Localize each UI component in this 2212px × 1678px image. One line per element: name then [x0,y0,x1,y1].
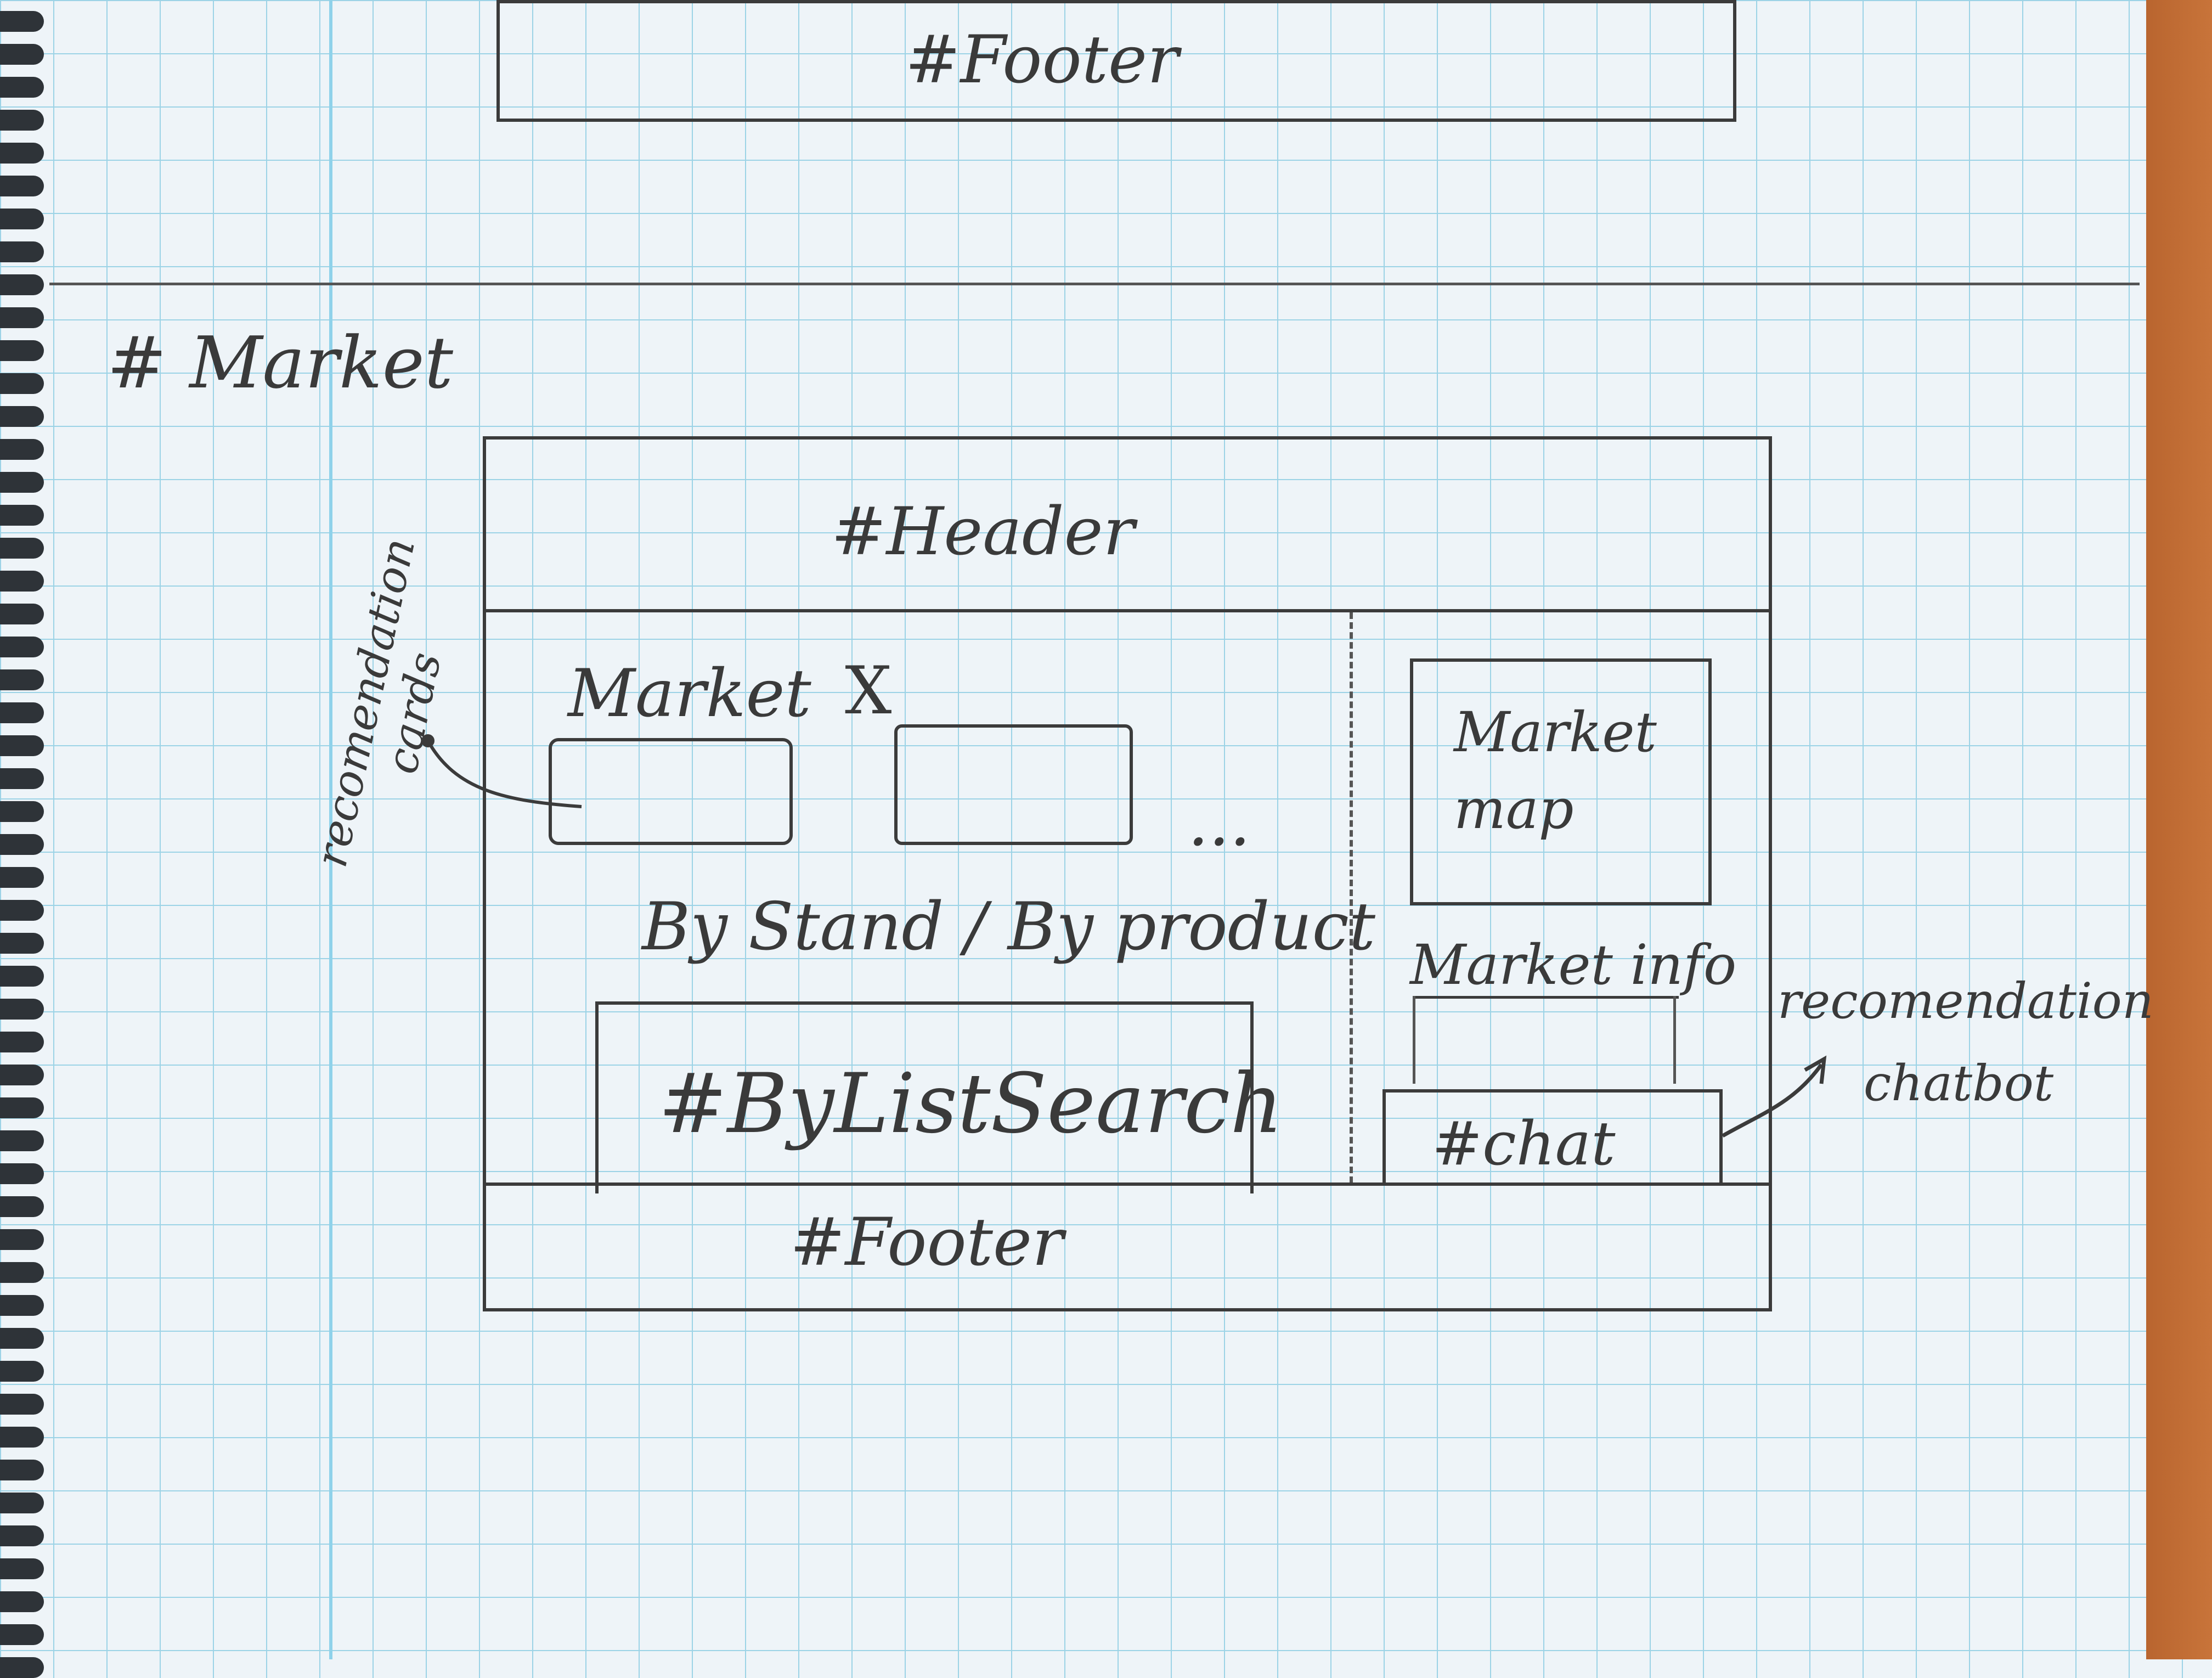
spiral-ring [0,77,44,98]
spiral-ring [0,867,44,888]
spiral-ring [0,274,44,295]
spiral-ring [0,637,44,657]
spiral-ring [0,209,44,229]
recommendation-card[interactable] [549,738,793,845]
recommendation-cards-note: recomendation cards [305,533,452,872]
close-icon[interactable]: X [845,653,892,729]
column-divider [1350,612,1353,1183]
spiral-ring [0,1163,44,1184]
spiral-ring [0,241,44,262]
more-cards-indicator: ... [1188,785,1251,861]
header-divider [483,609,1772,612]
spiral-ring [0,1229,44,1250]
spiral-ring [0,1032,44,1052]
spiral-ring [0,406,44,427]
market-heading: # Market [107,321,453,404]
spiral-ring [0,900,44,921]
spiral-ring [0,702,44,723]
chat-label: #chat [1432,1108,1616,1179]
market-title: Market [568,656,811,732]
spiral-ring [0,1196,44,1217]
footer-divider [483,1183,1772,1186]
spiral-ring [0,472,44,493]
recommendation-card[interactable] [894,724,1133,845]
chatbot-note: recomendation chatbot [1778,972,2154,1112]
recommendation-arrow [421,734,582,808]
section-divider [49,283,2140,285]
chat-widget[interactable] [1383,1089,1723,1185]
top-footer-box [496,0,1736,122]
view-toggle-tabs[interactable]: By Stand / By product [642,889,1375,965]
spiral-ring [0,44,44,65]
spiral-ring [0,801,44,822]
header-label[interactable]: #Header [831,494,1135,570]
spiral-ring [0,143,44,164]
market-map[interactable] [1410,658,1712,905]
spiral-ring [0,735,44,756]
market-page-frame [483,436,1772,1311]
spiral-ring [0,439,44,460]
spiral-ring [0,1328,44,1349]
spiral-ring [0,1361,44,1382]
notebook-cover-edge [2146,0,2212,1659]
margin-line [329,0,332,1659]
list-search-label: #ByListSearch [658,1056,1283,1152]
top-footer-divider [496,0,1736,3]
spiral-ring [0,966,44,987]
spiral-ring [0,176,44,196]
spiral-ring [0,1460,44,1480]
spiral-ring [0,604,44,624]
market-info-underline [1415,996,1679,999]
spiral-ring [0,1130,44,1151]
spiral-binding [0,0,49,1678]
chatbot-arrow [1722,1055,1827,1138]
spiral-ring [0,1427,44,1448]
spiral-ring [0,999,44,1020]
footer-label[interactable]: #Footer [790,1204,1064,1281]
list-search-panel[interactable] [595,1001,1254,1193]
spiral-ring [0,1558,44,1579]
spiral-ring [0,768,44,789]
spiral-ring [0,11,44,32]
spiral-ring [0,1624,44,1645]
market-map-label: Market map [1454,700,1657,841]
spiral-ring [0,1097,44,1118]
spiral-ring [0,1262,44,1283]
spiral-ring [0,1591,44,1612]
spiral-ring [0,505,44,526]
market-info-box [1413,996,1676,1084]
spiral-ring [0,1065,44,1085]
spiral-ring [0,834,44,855]
spiral-ring [0,307,44,328]
spiral-ring [0,340,44,361]
spiral-ring [0,1657,44,1678]
spiral-ring [0,110,44,131]
spiral-ring [0,1394,44,1415]
spiral-ring [0,933,44,954]
spiral-ring [0,669,44,690]
spiral-ring [0,571,44,592]
spiral-ring [0,1493,44,1513]
top-footer-label: #Footer [905,22,1179,98]
spiral-ring [0,1295,44,1316]
market-info-label: Market info [1410,933,1737,997]
spiral-ring [0,538,44,559]
spiral-ring [0,1525,44,1546]
spiral-ring [0,373,44,394]
